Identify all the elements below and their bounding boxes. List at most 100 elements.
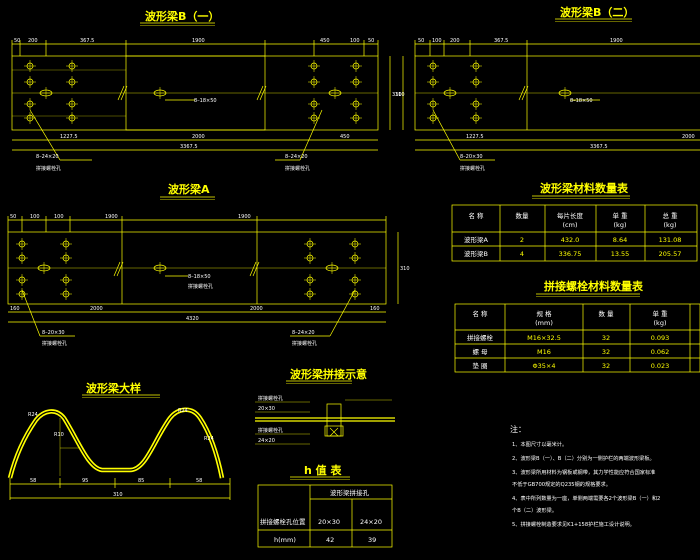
bolt-cell: 螺 母 [472, 347, 488, 356]
profile-label-3: R24 [204, 436, 214, 442]
b1-bdim-2: 450 [340, 134, 350, 140]
bolt-hole [470, 98, 482, 110]
bolt-hole [16, 288, 28, 300]
bolt-cell: 垫 圈 [472, 361, 487, 370]
b1-callout-0: 8–24×20 [36, 154, 59, 160]
bolt-hole [328, 87, 342, 99]
a-bdim-1: 2000 [90, 306, 103, 312]
material-header-cell: 总 重 [662, 211, 678, 220]
b1-dim-6: 50 [368, 38, 374, 44]
bolt-hole [304, 252, 316, 264]
bolt-hole [350, 60, 362, 72]
material-cell: 8.64 [613, 236, 627, 244]
splice-label-3: 24×20 [258, 438, 275, 444]
bolt-cell: Φ35×4 [533, 362, 556, 370]
profile-group: 波形梁大样 58 95 85 58 310 R24 R10 R24 R24 [7, 381, 231, 500]
material-cell: 336.75 [559, 250, 582, 258]
material-cell: 2 [520, 236, 524, 244]
bolt-cell: 0.093 [651, 334, 670, 342]
profile-dim-2: 85 [138, 478, 144, 484]
beam-b2-title: 波形梁B（二） [560, 5, 634, 19]
note-line: 2、波形梁B（一）、B（二）分别为一侧护栏的两端波形梁板。 [512, 454, 655, 462]
material-cell: 波形梁B [464, 249, 488, 258]
material-cell: 131.08 [659, 236, 682, 244]
bolt-hole [308, 76, 320, 88]
bolt-hole [37, 262, 51, 274]
a-sub-0: 拼接螺栓孔 [188, 283, 213, 290]
splice-title: 波形梁拼接示意 [290, 367, 367, 381]
bolt-hole [349, 274, 361, 286]
b1-bdim-1: 2000 [192, 134, 205, 140]
b1-dim-3: 1900 [192, 38, 205, 44]
notes-title: 注： [510, 424, 526, 434]
material-header-cell: 每片长度 [557, 211, 584, 220]
bolt-hole [350, 76, 362, 88]
b1-dim-5: 100 [350, 38, 360, 44]
splice-label-1: 20×30 [258, 406, 275, 412]
a-dim-3: 1900 [105, 214, 118, 220]
b2-dim-0: 50 [418, 38, 424, 44]
bolt-header-cell: (kg) [654, 319, 667, 327]
bolt-hole [470, 60, 482, 72]
bolt-hole [470, 76, 482, 88]
material-table-title: 波形梁材料数量表 [540, 181, 629, 195]
beam-a-group: 波形梁A 50 100 100 1900 1900 310 160 2000 2… [7, 182, 410, 347]
bolt-hole [60, 274, 72, 286]
bolt-hole [60, 288, 72, 300]
b2-sub-0: 拼接螺栓孔 [460, 165, 485, 172]
bolt-hole [349, 252, 361, 264]
h-row-0-v1: 24×20 [360, 518, 382, 526]
b2-total: 3367.5 [590, 144, 608, 150]
b2-dim-1: 100 [432, 38, 442, 44]
bolt-cell: M16×32.5 [527, 334, 561, 342]
bolt-hole [16, 274, 28, 286]
bolt-cell: 拼接螺栓 [467, 333, 494, 342]
bolt-hole [153, 87, 167, 99]
a-dim-0: 50 [10, 214, 16, 220]
bolt-table-title: 拼接螺栓材料数量表 [544, 279, 644, 293]
bolt-cell: 32 [602, 334, 610, 342]
bolt-hole [427, 60, 439, 72]
a-callout-0: 8–18×50 [188, 274, 211, 280]
note-line: 5、拼接螺栓制造要求见K1+158护栏施工设计说明。 [512, 520, 635, 528]
b1-side-dim: 310 [392, 92, 402, 98]
a-bdim-0: 160 [10, 306, 20, 312]
b1-sub-0: 拼接螺栓孔 [36, 165, 61, 172]
bolt-hole [39, 87, 53, 99]
bolt-hole [153, 262, 167, 274]
material-header-cell: (kg) [664, 221, 677, 229]
bolt-hole [24, 98, 36, 110]
bolt-hole [304, 274, 316, 286]
h-row-0-v0: 20×30 [318, 518, 340, 526]
b1-dim-2: 367.5 [80, 38, 94, 44]
bolt-hole [558, 87, 572, 99]
profile-total: 310 [113, 492, 123, 498]
bolt-hole [60, 252, 72, 264]
material-cell: 432.0 [561, 236, 580, 244]
a-dim-2: 100 [54, 214, 64, 220]
h-header-span: 波形梁拼接孔 [330, 488, 370, 497]
b2-callout-0: 8–18×50 [570, 98, 593, 104]
profile-dim-3: 58 [196, 478, 202, 484]
bolt-cell: M16 [537, 348, 551, 356]
bolt-hole [66, 60, 78, 72]
bolt-hole [16, 238, 28, 250]
material-header-cell: 单 重 [612, 211, 628, 220]
notes-group: 注： 1、本图尺寸以毫米计。2、波形梁B（一）、B（二）分别为一侧护栏的两端波形… [510, 424, 660, 528]
b1-dim-4: 450 [320, 38, 330, 44]
a-callout-1: 8–20×30 [42, 330, 65, 336]
bolt-header-cell: 名 称 [472, 309, 488, 318]
bolt-hole [66, 98, 78, 110]
bolt-hole [427, 112, 439, 124]
b2-bdim-1: 2000 [682, 134, 695, 140]
profile-dim-1: 95 [82, 478, 88, 484]
b1-callout-1: 8–18×50 [194, 98, 217, 104]
h-table-title: h 值 表 [304, 463, 342, 477]
bolt-hole [16, 252, 28, 264]
bolt-header-cell: 数 量 [598, 309, 614, 318]
b2-dim-2: 200 [450, 38, 460, 44]
bolt-hole [349, 238, 361, 250]
b2-bdim-0: 1227.5 [466, 134, 484, 140]
beam-b1-group: 波形梁B（一） 50 200 367.5 1900 450 100 50 310 [11, 9, 402, 172]
